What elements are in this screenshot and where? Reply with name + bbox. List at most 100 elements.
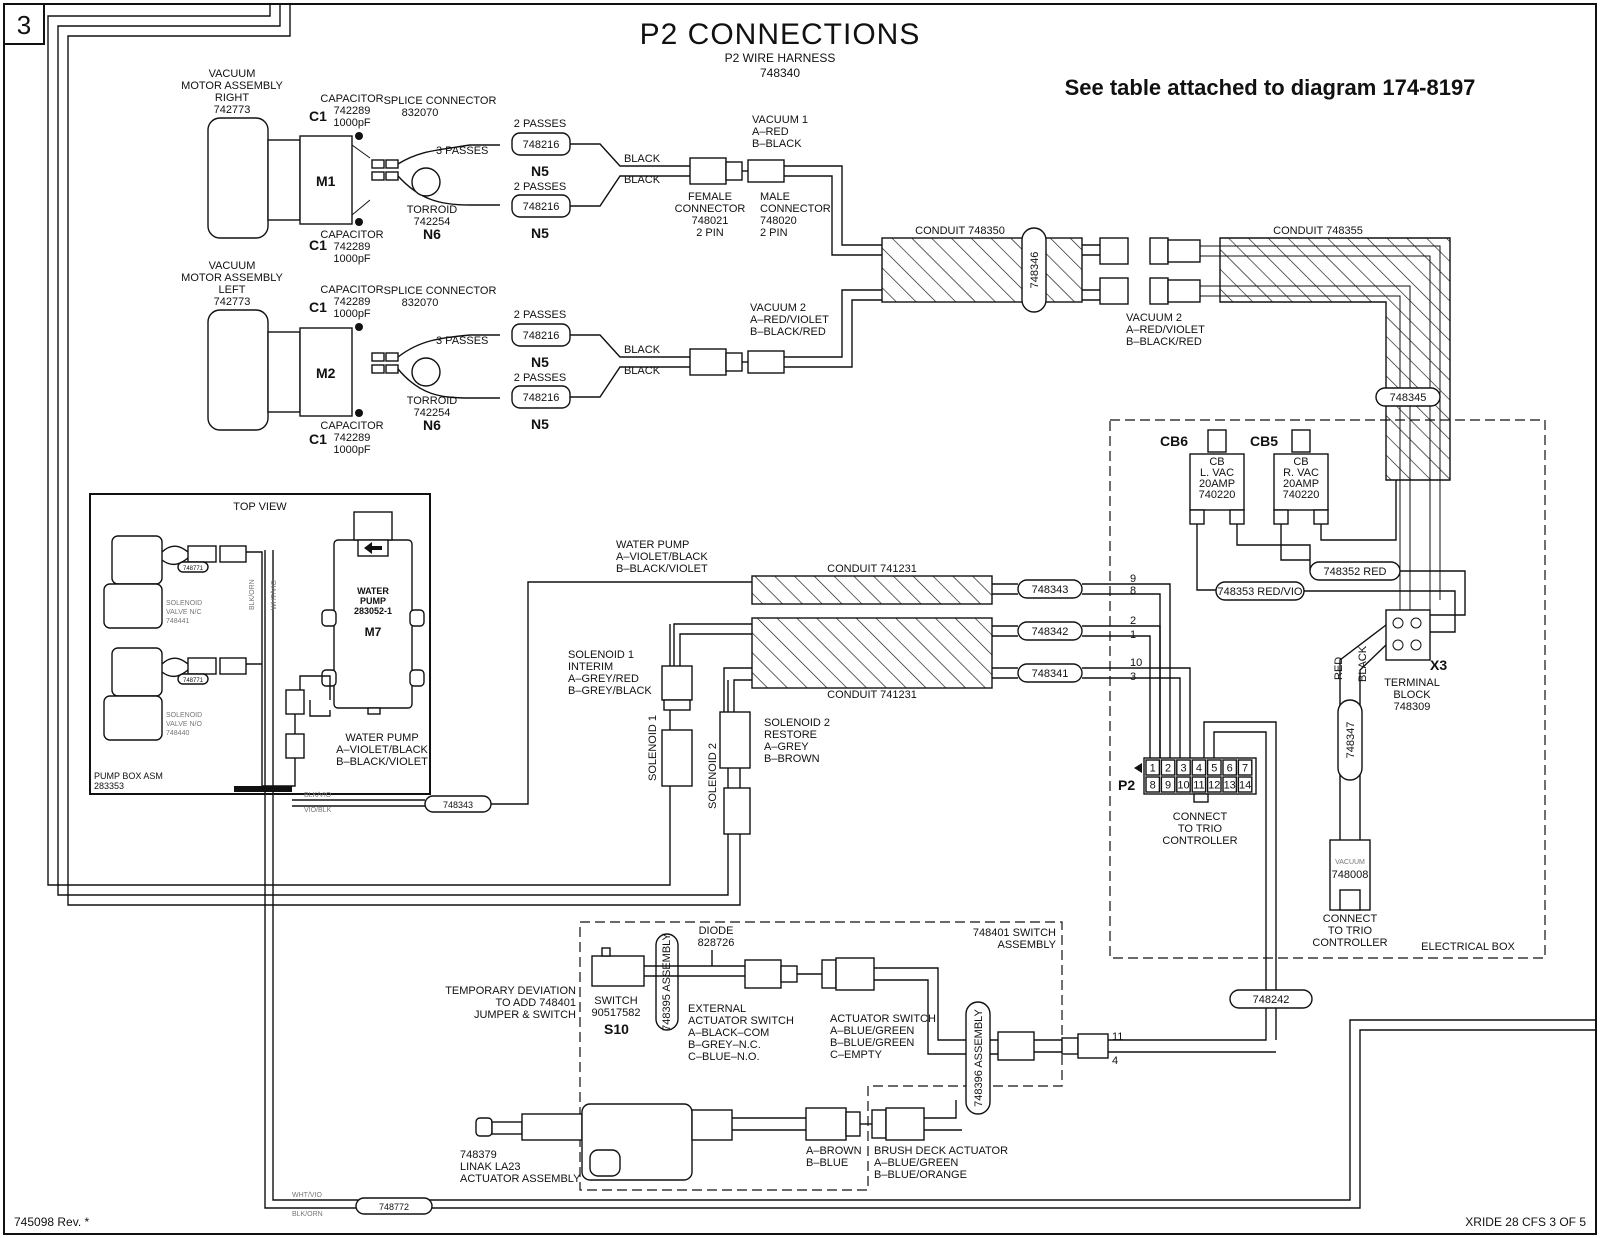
outer-wire-bundle (47, 4, 1596, 1209)
svg-text:CAPACITOR: CAPACITOR (320, 229, 383, 241)
svg-text:748309: 748309 (1394, 701, 1431, 713)
svg-text:748379: 748379 (460, 1149, 497, 1161)
p2-pin-cell (1145, 759, 1161, 776)
svg-text:VACUUM 2: VACUUM 2 (1126, 312, 1182, 324)
svg-text:CB5: CB5 (1250, 433, 1278, 449)
svg-text:748021: 748021 (692, 215, 729, 227)
svg-text:A–RED: A–RED (752, 126, 789, 138)
svg-text:742773: 742773 (214, 104, 251, 116)
svg-text:VACUUM 1: VACUUM 1 (752, 114, 808, 126)
harness-pn: 748340 (760, 66, 800, 80)
svg-text:CONTROLLER: CONTROLLER (1312, 937, 1387, 949)
svg-text:ACTUATOR SWITCH: ACTUATOR SWITCH (688, 1015, 794, 1027)
svg-text:CONNECT: CONNECT (1323, 913, 1378, 925)
svg-text:MALE: MALE (760, 191, 790, 203)
svg-text:R. VAC: R. VAC (1283, 467, 1319, 479)
svg-text:740220: 740220 (1199, 489, 1236, 501)
svg-text:VALVE N/C: VALVE N/C (166, 609, 202, 616)
svg-text:ELECTRICAL BOX: ELECTRICAL BOX (1421, 941, 1515, 953)
svg-text:2 PASSES: 2 PASSES (514, 118, 566, 130)
svg-text:CB: CB (1209, 456, 1224, 468)
svg-text:TO TRIO: TO TRIO (1178, 823, 1223, 835)
electrical-box: ELECTRICAL BOX CB6 CB L. VAC 20AMP 74022… (1109, 419, 1546, 1040)
svg-text:1000pF: 1000pF (333, 444, 371, 456)
svg-text:B–BLACK/RED: B–BLACK/RED (1126, 336, 1202, 348)
solenoid-and-pump-harness: WATER PUMP A–VIOLET/BLACK B–BLACK/VIOLET… (568, 539, 1191, 835)
svg-text:3 PASSES: 3 PASSES (436, 335, 488, 347)
page-number: 3 (17, 10, 31, 40)
p2-pin-label: 10 (1177, 780, 1189, 792)
p2-pin-label: 9 (1165, 780, 1171, 792)
p2-pin-cell (1160, 759, 1176, 776)
svg-text:BLACK: BLACK (624, 153, 661, 165)
svg-text:742773: 742773 (214, 296, 251, 308)
svg-text:WATER: WATER (357, 586, 389, 596)
p2-pin-cell (1176, 776, 1191, 793)
svg-text:742289: 742289 (334, 432, 371, 444)
svg-text:VACUUM: VACUUM (209, 68, 256, 80)
svg-text:ASSEMBLY: ASSEMBLY (998, 939, 1057, 951)
svg-text:B–BLUE/GREEN: B–BLUE/GREEN (830, 1037, 914, 1049)
svg-text:MOTOR ASSEMBLY: MOTOR ASSEMBLY (181, 272, 283, 284)
svg-text:20AMP: 20AMP (1283, 478, 1319, 490)
svg-text:C1: C1 (309, 108, 327, 124)
pump-box-assembly: TOP VIEW PUMP BOX ASM 283353 SOLENOID VA… (89, 493, 752, 814)
svg-text:B–BLACK/VIOLET: B–BLACK/VIOLET (616, 563, 708, 575)
svg-text:TOP VIEW: TOP VIEW (233, 501, 287, 513)
conduit-748355: CONDUIT 748355 748345 (1200, 225, 1451, 640)
svg-text:RESTORE: RESTORE (764, 729, 817, 741)
svg-text:748345: 748345 (1390, 392, 1427, 404)
linak-actuator: 748379 LINAK LA23 ACTUATOR ASSEMBLY A–BR… (292, 1100, 1008, 1218)
conduit-748350: CONDUIT 748350 748346 VACUUM 2 A–RED/VIO… (881, 225, 1205, 348)
svg-text:A–GREY/RED: A–GREY/RED (568, 673, 639, 685)
svg-text:3 PASSES: 3 PASSES (436, 145, 488, 157)
svg-text:748216: 748216 (523, 139, 560, 151)
svg-text:TERMINAL: TERMINAL (1384, 677, 1440, 689)
p2-pin-cell (1145, 776, 1161, 793)
svg-text:B–BLACK/RED: B–BLACK/RED (750, 326, 826, 338)
svg-text:P2: P2 (1118, 777, 1135, 793)
harness-label: P2 WIRE HARNESS (725, 51, 836, 65)
svg-text:CAPACITOR: CAPACITOR (320, 284, 383, 296)
svg-text:748216: 748216 (523, 330, 560, 342)
svg-text:748771: 748771 (183, 566, 204, 572)
vacuum-motor-left: VACUUM MOTOR ASSEMBLY LEFT 742773 M2 C1 … (181, 260, 882, 456)
svg-text:WHT/VIO: WHT/VIO (271, 580, 278, 610)
motor-body (299, 135, 353, 225)
page-title: P2 CONNECTIONS (640, 18, 921, 51)
svg-text:2 PASSES: 2 PASSES (514, 372, 566, 384)
svg-text:SOLENOID 2: SOLENOID 2 (764, 717, 830, 729)
svg-text:M7: M7 (365, 625, 382, 639)
svg-text:CB: CB (1293, 456, 1308, 468)
svg-text:748342: 748342 (1032, 626, 1069, 638)
svg-text:B–BLUE/ORANGE: B–BLUE/ORANGE (874, 1169, 967, 1181)
svg-text:8: 8 (1130, 585, 1136, 597)
svg-text:A–RED/VIOLET: A–RED/VIOLET (750, 314, 829, 326)
svg-text:A–GREY: A–GREY (764, 741, 809, 753)
svg-text:WHT/VIO: WHT/VIO (292, 1192, 322, 1199)
svg-text:SPLICE CONNECTOR: SPLICE CONNECTOR (384, 95, 497, 107)
svg-text:2 PASSES: 2 PASSES (514, 309, 566, 321)
svg-text:INTERIM: INTERIM (568, 661, 613, 673)
svg-text:CONNECT: CONNECT (1173, 811, 1228, 823)
p2-pin-label: 14 (1239, 780, 1251, 792)
svg-text:2 PIN: 2 PIN (760, 227, 788, 239)
drawing-number: 745098 Rev. * (14, 1215, 89, 1229)
svg-text:748343: 748343 (1032, 584, 1069, 596)
svg-text:TORROID: TORROID (407, 204, 458, 216)
svg-text:748347: 748347 (1345, 722, 1357, 759)
svg-text:ACTUATOR ASSEMBLY: ACTUATOR ASSEMBLY (460, 1173, 581, 1185)
svg-text:C1: C1 (309, 431, 327, 447)
svg-text:2 PASSES: 2 PASSES (514, 181, 566, 193)
svg-text:B–BLUE: B–BLUE (806, 1157, 848, 1169)
svg-text:TO TRIO: TO TRIO (1328, 925, 1373, 937)
svg-text:748353 RED/VIO: 748353 RED/VIO (1218, 586, 1303, 598)
svg-text:748343: 748343 (443, 800, 473, 810)
svg-text:742289: 742289 (334, 296, 371, 308)
p2-pin-label: 12 (1208, 780, 1220, 792)
reference-note: See table attached to diagram 174-8197 (1065, 75, 1476, 100)
svg-text:283052-1: 283052-1 (354, 606, 392, 616)
svg-text:742254: 742254 (414, 216, 451, 228)
